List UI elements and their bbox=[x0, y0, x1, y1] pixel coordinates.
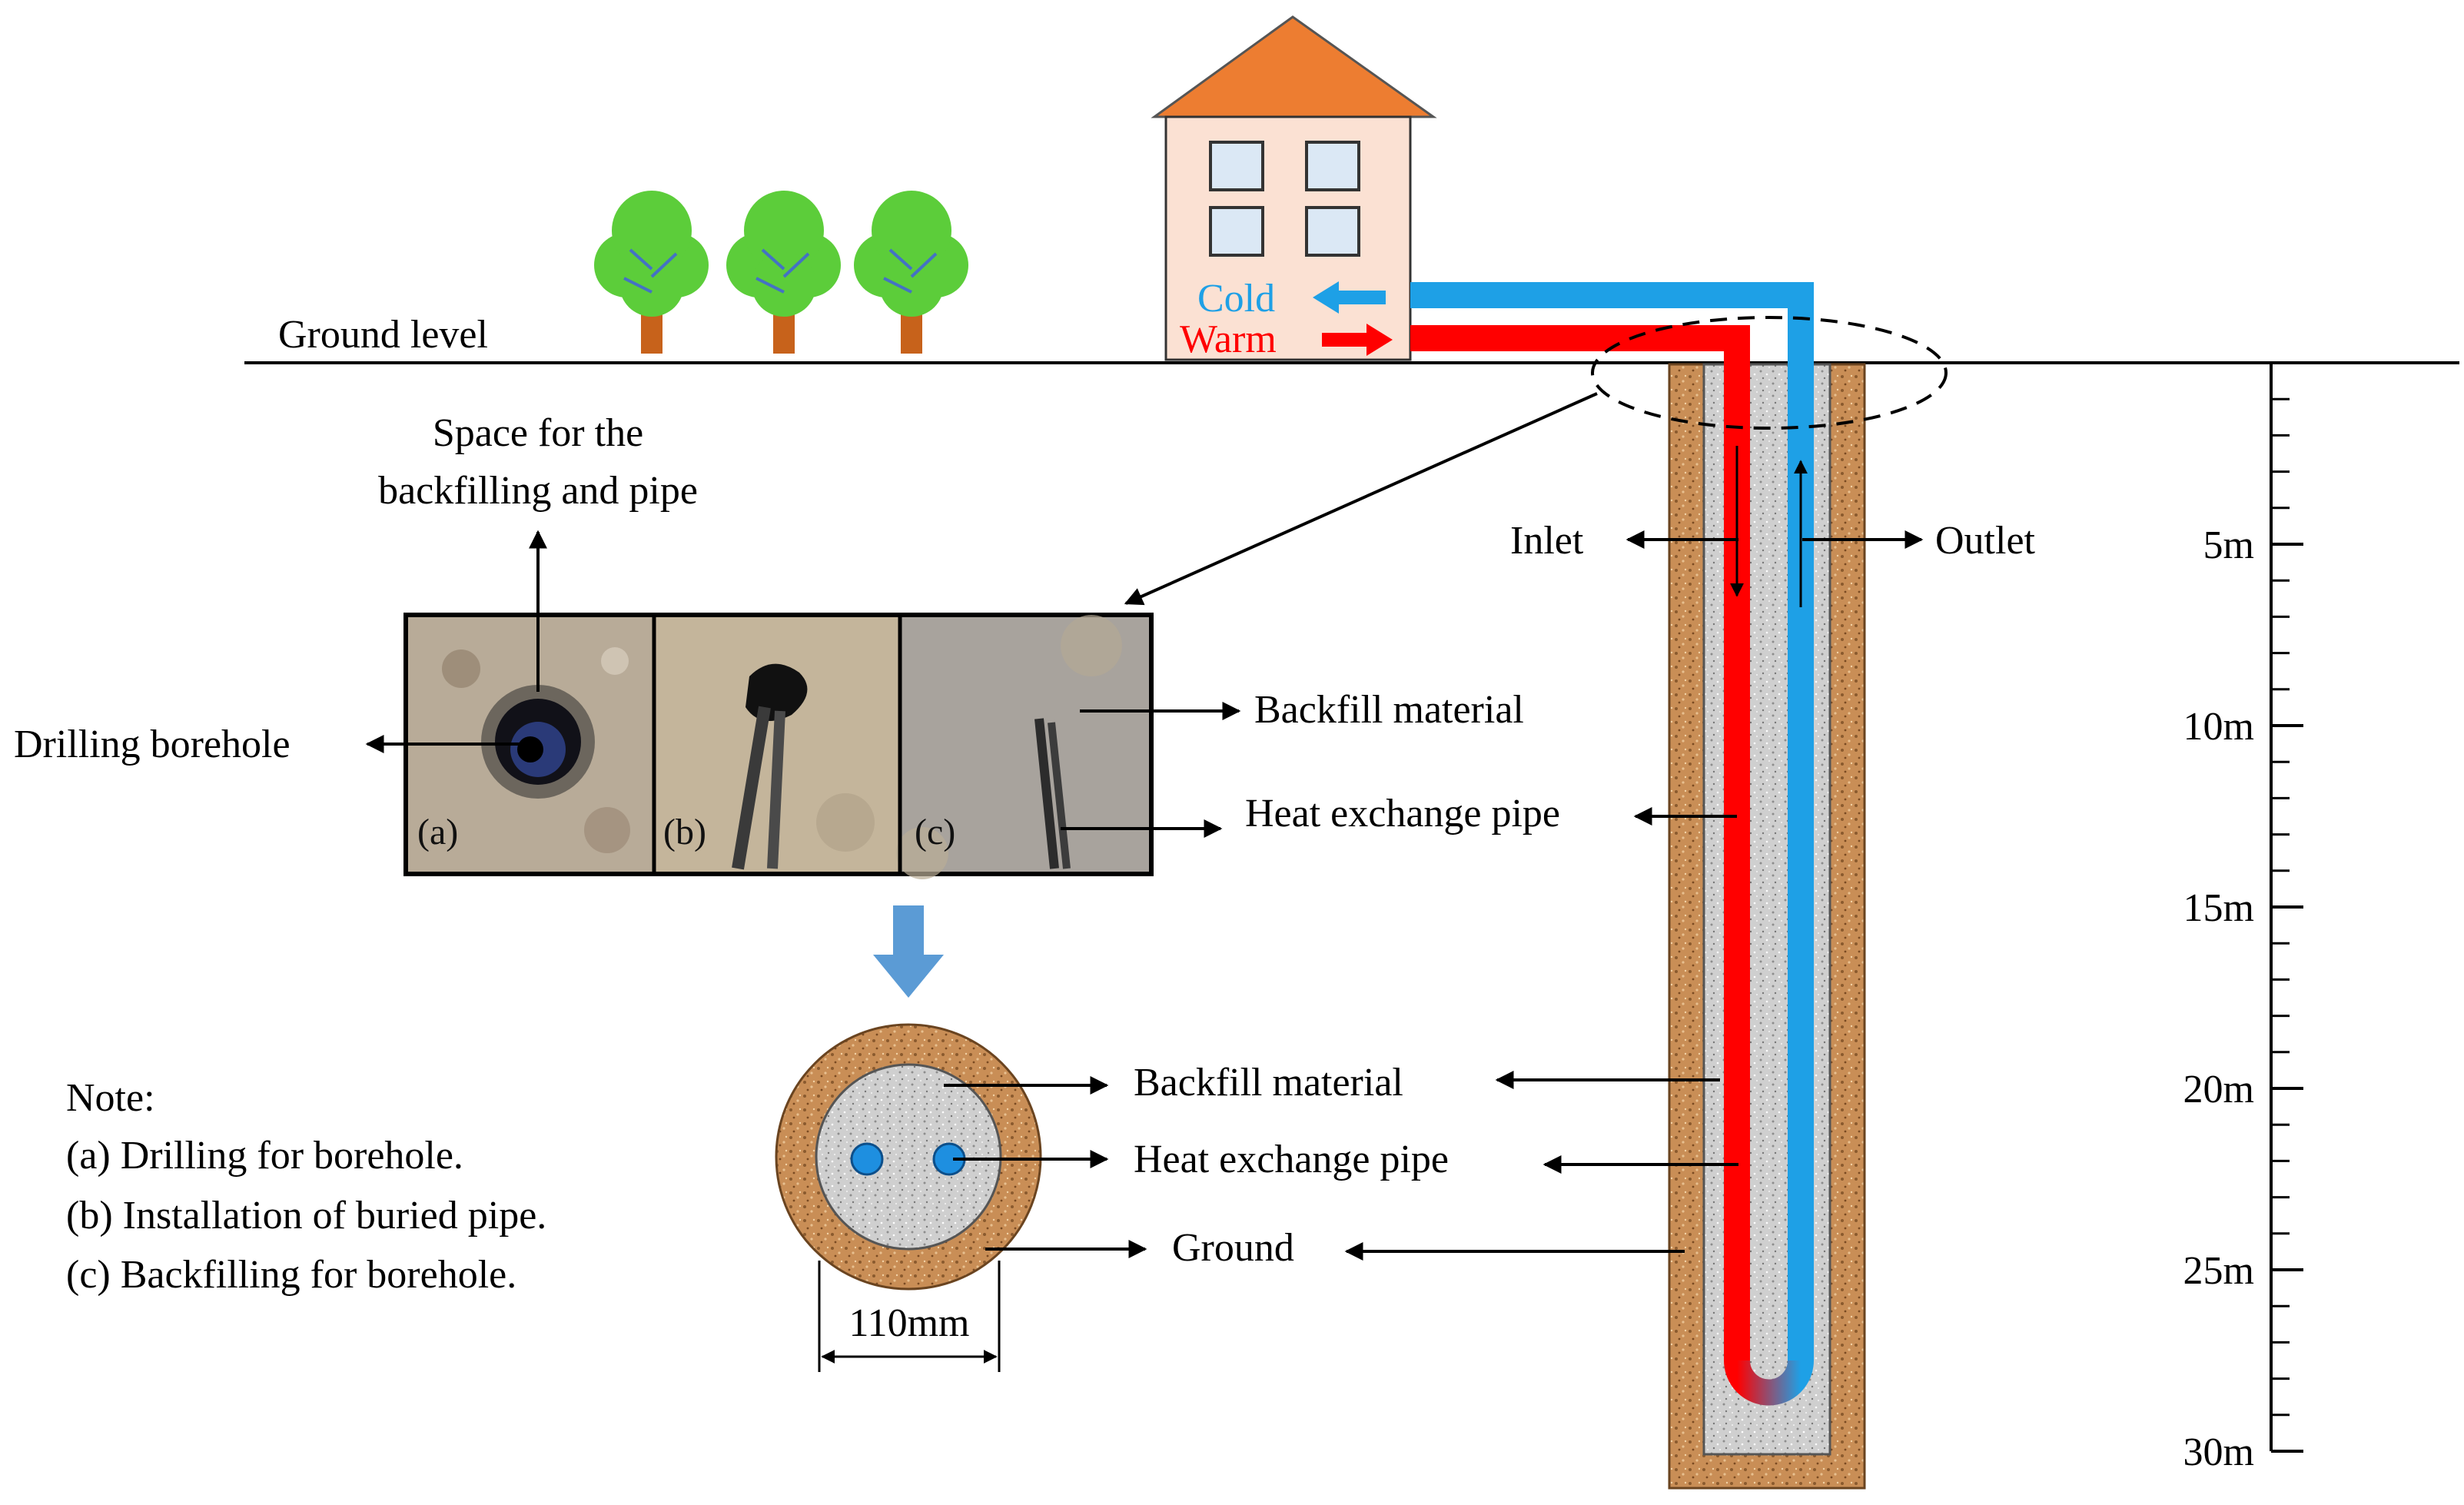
house-wall bbox=[1164, 115, 1412, 361]
warm-pipe bbox=[1410, 325, 1750, 1360]
warm-arrow-icon bbox=[1366, 324, 1393, 356]
detail-pointer-arrow bbox=[1124, 392, 1598, 606]
warm-arrow-shaft bbox=[1322, 333, 1368, 347]
warm-label: Warm bbox=[1180, 317, 1277, 361]
photo-b-label: (b) bbox=[663, 812, 706, 852]
house-window bbox=[1305, 206, 1360, 257]
ground-cs-label: Ground bbox=[1172, 1226, 1294, 1270]
depth-scale: 5m 10m 15m 20m 25m 30m bbox=[2183, 363, 2303, 1474]
note-line-a: (a) Drilling for borehole. bbox=[66, 1134, 463, 1178]
cross-section bbox=[775, 1023, 1042, 1291]
photo-c-backfilling: (c) bbox=[896, 615, 1149, 879]
inlet-label: Inlet bbox=[1510, 519, 1584, 563]
cold-arrow-icon bbox=[1313, 281, 1339, 314]
house-window bbox=[1209, 141, 1264, 191]
house-window bbox=[1209, 206, 1264, 257]
depth-tick-label: 20m bbox=[2183, 1068, 2254, 1111]
diameter-label: 110mm bbox=[849, 1301, 970, 1345]
depth-tick-label: 10m bbox=[2183, 705, 2254, 749]
house-window bbox=[1305, 141, 1360, 191]
cold-pipe bbox=[1410, 282, 1814, 1360]
note-line-c: (c) Backfilling for borehole. bbox=[66, 1253, 516, 1297]
cold-arrow-shaft bbox=[1336, 291, 1386, 304]
note-line-b: (b) Installation of buried pipe. bbox=[66, 1194, 546, 1238]
cross-section-pipe-left bbox=[850, 1142, 884, 1176]
note-block: Note: (a) Drilling for borehole. (b) Ins… bbox=[66, 1076, 546, 1297]
space-label-line2: backfilling and pipe bbox=[378, 469, 698, 513]
tree-3 bbox=[854, 191, 968, 354]
depth-tick-label: 30m bbox=[2183, 1430, 2254, 1474]
photo-c-label: (c) bbox=[915, 812, 955, 852]
down-arrow-icon bbox=[873, 905, 944, 998]
backfill-material-top-label: Backfill material bbox=[1254, 688, 1524, 732]
photo-a-label: (a) bbox=[417, 812, 458, 852]
depth-tick-label: 15m bbox=[2183, 886, 2254, 930]
detail-ellipse bbox=[1591, 316, 1948, 430]
photo-panel: (a) (b) (c) bbox=[403, 613, 1154, 879]
tree-1 bbox=[594, 191, 709, 354]
depth-tick-label: 25m bbox=[2183, 1249, 2254, 1293]
photo-b-installation: (b) bbox=[654, 617, 900, 872]
u-bend bbox=[1724, 1360, 1814, 1406]
tree-2 bbox=[726, 191, 841, 354]
ground-level-label: Ground level bbox=[278, 313, 488, 357]
cold-label: Cold bbox=[1197, 277, 1275, 321]
house-roof bbox=[1151, 15, 1437, 118]
space-label-line1: Space for the bbox=[433, 411, 643, 455]
backfill-material-cs-label: Backfill material bbox=[1134, 1061, 1403, 1105]
cross-section-backfill bbox=[815, 1063, 1002, 1251]
heat-pipe-cs-label: Heat exchange pipe bbox=[1134, 1138, 1449, 1181]
note-title: Note: bbox=[66, 1076, 155, 1120]
outlet-label: Outlet bbox=[1935, 519, 2036, 563]
drilling-borehole-label: Drilling borehole bbox=[14, 723, 291, 766]
house bbox=[1151, 15, 1437, 361]
heat-pipe-top-label: Heat exchange pipe bbox=[1245, 792, 1560, 836]
depth-tick-label: 5m bbox=[2203, 523, 2254, 567]
